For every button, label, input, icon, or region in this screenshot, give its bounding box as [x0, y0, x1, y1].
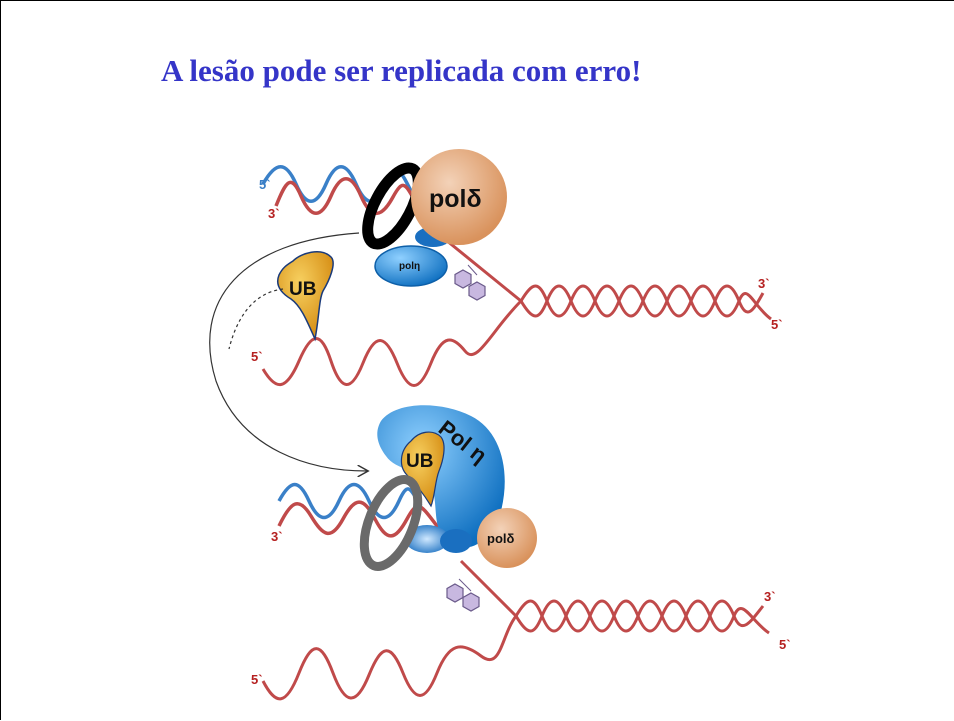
dna-strand-red-lower-bottom	[261, 615, 518, 701]
label-5prime-top-right: 5`	[771, 317, 783, 332]
dna-duplex-right-bottom-b	[514, 599, 770, 635]
lesion-icon	[454, 264, 486, 301]
dna-strand-red-fork-top	[440, 234, 522, 303]
label-3prime-bottom-right: 3`	[764, 589, 776, 604]
pol-eta-small-icon	[374, 245, 448, 287]
label-5prime-bottom-lower: 5`	[251, 672, 263, 687]
label-5prime-top-lower: 5`	[251, 349, 263, 364]
label-3prime-top-left: 3`	[268, 206, 280, 221]
dna-strand-red-fork-bottom	[459, 559, 518, 618]
pol-eta-large-icon	[377, 405, 505, 548]
dna-strand-red-lower-top	[261, 299, 523, 387]
pol-delta-label: polδ	[429, 185, 482, 213]
clamp-subunit	[405, 525, 449, 553]
top-panel: 5` 3` 3` 5` 5` polδ polη UB	[209, 149, 783, 471]
ubiquitin-icon	[277, 251, 334, 342]
dna-strand-red-top-left	[274, 177, 423, 216]
pcna-ring-icon	[362, 162, 424, 250]
label-5prime-top-left: 5`	[259, 177, 271, 192]
lesion-icon	[446, 578, 480, 612]
ubiquitin-label: UB	[289, 279, 316, 300]
label-5prime-bottom-right: 5`	[779, 637, 791, 652]
label-3prime-bottom-left: 3`	[271, 529, 283, 544]
pcna-ring-grey-icon	[359, 475, 423, 571]
ubiquitin-attached-icon	[400, 431, 445, 508]
ubiquitin-attached-label: UB	[406, 451, 433, 472]
dna-duplex-right-top-b	[519, 284, 772, 321]
label-3prime-top-right: 3`	[758, 276, 770, 291]
clamp-subunit	[440, 529, 472, 553]
curved-arrow-dashed	[228, 288, 284, 350]
dna-strand-blue-bottom	[277, 482, 423, 520]
bottom-panel: 3` 3` 5` 5` Pol η UB polδ	[251, 405, 791, 701]
pol-delta-small-icon	[477, 508, 537, 568]
pol-delta-small-label: polδ	[487, 531, 514, 546]
curved-arrow-solid	[209, 232, 367, 471]
slide-title: A lesão pode ser replicada com erro!	[161, 53, 642, 88]
pol-eta-small-label: polη	[399, 261, 420, 272]
dna-strand-red-bottom-left	[277, 500, 443, 538]
pol-delta-icon	[411, 149, 507, 245]
